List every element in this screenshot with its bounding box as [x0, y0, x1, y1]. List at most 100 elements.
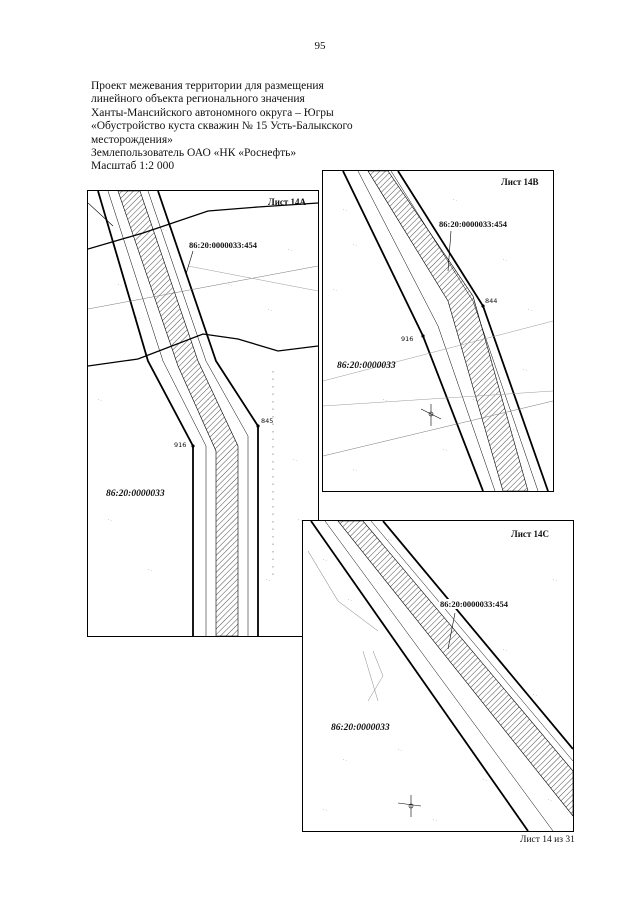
- svg-text:· .: · .: [98, 397, 102, 402]
- svg-text:· .: · .: [453, 197, 457, 202]
- svg-text:· .: · .: [388, 537, 392, 542]
- parcel-boundary: [97, 191, 194, 636]
- svg-text:· .: · .: [548, 797, 552, 802]
- header-line: линейного объекта регионального значения: [91, 93, 305, 106]
- svg-text:· .: · .: [343, 757, 347, 762]
- hatched-corridor: [337, 521, 573, 817]
- svg-text:· .: · .: [443, 447, 447, 452]
- map-sheet-14c-drawing: · . · . · . · . · . · . · . · . · . · . · . · .: [307, 521, 573, 831]
- contour-line: [88, 202, 318, 250]
- svg-text:· .: · .: [118, 282, 122, 287]
- area-label: 86:20:0000033: [337, 361, 396, 371]
- svg-text:· .: · .: [136, 315, 140, 320]
- sheet-title: Лист 14С: [511, 529, 550, 539]
- survey-marks: · .· .· . · .· .· . · .· .· . · .· .· . …: [98, 227, 302, 582]
- svg-text:· .: · .: [343, 207, 347, 212]
- boundary-point: [256, 424, 260, 428]
- svg-text:· .: · .: [218, 487, 222, 492]
- svg-text:· .: · .: [228, 282, 232, 287]
- svg-text:· .: · .: [323, 557, 327, 562]
- svg-text:· .: · .: [523, 367, 527, 372]
- thin-line: [88, 202, 114, 227]
- corridor-edge: [324, 521, 554, 831]
- svg-text:· .: · .: [503, 647, 507, 652]
- svg-text:· .: · .: [208, 397, 212, 402]
- survey-marks: · .· .· . · .· .· . · .· .· . · .· .· .: [333, 197, 532, 472]
- svg-text:· .: · .: [383, 397, 387, 402]
- thin-line: [88, 265, 318, 310]
- thin-line: [307, 550, 379, 632]
- corridor-edge: [390, 171, 539, 491]
- svg-text:· .: · .: [298, 517, 302, 522]
- area-label: 86:20:0000033: [106, 489, 165, 499]
- survey-symbol: [420, 404, 442, 426]
- svg-text:· .: · .: [293, 457, 297, 462]
- parcel-boundary: [382, 521, 573, 750]
- svg-text:· .: · .: [398, 747, 402, 752]
- svg-text:· .: · .: [268, 307, 272, 312]
- svg-text:· .: · .: [513, 427, 517, 432]
- contour-line: [88, 333, 318, 367]
- thin-line: [367, 650, 384, 702]
- header-line: Масштаб 1:2 000: [91, 160, 175, 173]
- point-label: 844: [485, 297, 498, 305]
- header-line: Проект межевания территории для размещен…: [91, 80, 324, 92]
- svg-text:· .: · .: [528, 307, 532, 312]
- hatched-corridor: [367, 171, 529, 491]
- parcel-boundary: [157, 191, 259, 636]
- map-sheet-14b-drawing: · .· .· . · .· .· . · .· .· . · .· .· .: [323, 171, 553, 491]
- svg-text:· .: · .: [288, 247, 292, 252]
- corridor-edge: [107, 191, 207, 636]
- svg-text:· .: · .: [163, 227, 167, 232]
- svg-text:· .: · .: [433, 817, 437, 822]
- point-label: 845: [261, 417, 274, 425]
- svg-text:· .: · .: [473, 397, 477, 402]
- svg-text:· .: · .: [108, 517, 112, 522]
- svg-text:· .: · .: [483, 777, 487, 782]
- parcel-label: 86:20:0000033:454: [439, 599, 509, 609]
- thin-line: [187, 265, 318, 292]
- parcel-boundary: [310, 521, 529, 831]
- svg-text:· .: · .: [553, 577, 557, 582]
- thin-line: [323, 320, 553, 382]
- map-sheet-14c: · . · . · . · . · . · . · . · . · . · . · . · . …: [302, 520, 574, 832]
- map-sheet-14b: · .· .· . · .· .· . · .· .· . · .· .· . …: [322, 170, 554, 492]
- svg-text:· .: · .: [323, 807, 327, 812]
- thin-line: [323, 390, 553, 407]
- header-line: месторождения»: [91, 133, 173, 146]
- sheet-counter: Лист 14 из 31: [520, 835, 575, 845]
- sheet-title: Лист 14В: [501, 177, 539, 187]
- svg-text:· .: · .: [353, 242, 357, 247]
- survey-marks: · . · . · . · . · . · . · . · . · . · . · . · .: [323, 537, 557, 822]
- svg-text:· .: · .: [266, 577, 270, 582]
- boundary-point: [481, 304, 485, 308]
- svg-text:· .: · .: [333, 287, 337, 292]
- boundary-point: [421, 334, 425, 338]
- leader-line: [185, 250, 194, 275]
- header-line: Землепользователь ОАО «НК «Роснефть»: [91, 147, 297, 160]
- leader-line: [447, 612, 456, 650]
- document-header: Проект межевания территории для размещен…: [91, 80, 391, 174]
- svg-text:· .: · .: [148, 567, 152, 572]
- svg-text:· .: · .: [353, 467, 357, 472]
- corridor-edge: [357, 171, 496, 491]
- corridor-edge: [147, 191, 249, 636]
- map-sheet-14a: · .· .· . · .· .· . · .· .· . · .· .· . …: [87, 190, 319, 637]
- parcel-label: 86:20:0000033:454: [188, 240, 258, 250]
- header-line: «Обустройство куста скважин № 15 Усть-Ба…: [91, 120, 353, 133]
- svg-text:· .: · .: [533, 692, 537, 697]
- point-label: 916: [174, 441, 187, 449]
- hatched-corridor: [117, 191, 239, 636]
- leader-line: [447, 230, 452, 272]
- header-line: Ханты-Мансийского автономного округа – Ю…: [91, 106, 334, 119]
- area-label: 86:20:0000033: [331, 723, 390, 733]
- sheet-title: Лист 14А: [268, 197, 307, 207]
- parcel-label: 86:20:0000033:454: [438, 219, 508, 229]
- point-label: 916: [401, 335, 414, 343]
- corridor-edge: [370, 521, 573, 762]
- survey-symbol: [397, 795, 422, 817]
- map-sheet-14a-drawing: · .· .· . · .· .· . · .· .· . · .· .· . …: [88, 191, 318, 636]
- boundary-point: [191, 444, 195, 448]
- svg-text:· .: · .: [348, 597, 352, 602]
- thin-line: [323, 400, 553, 457]
